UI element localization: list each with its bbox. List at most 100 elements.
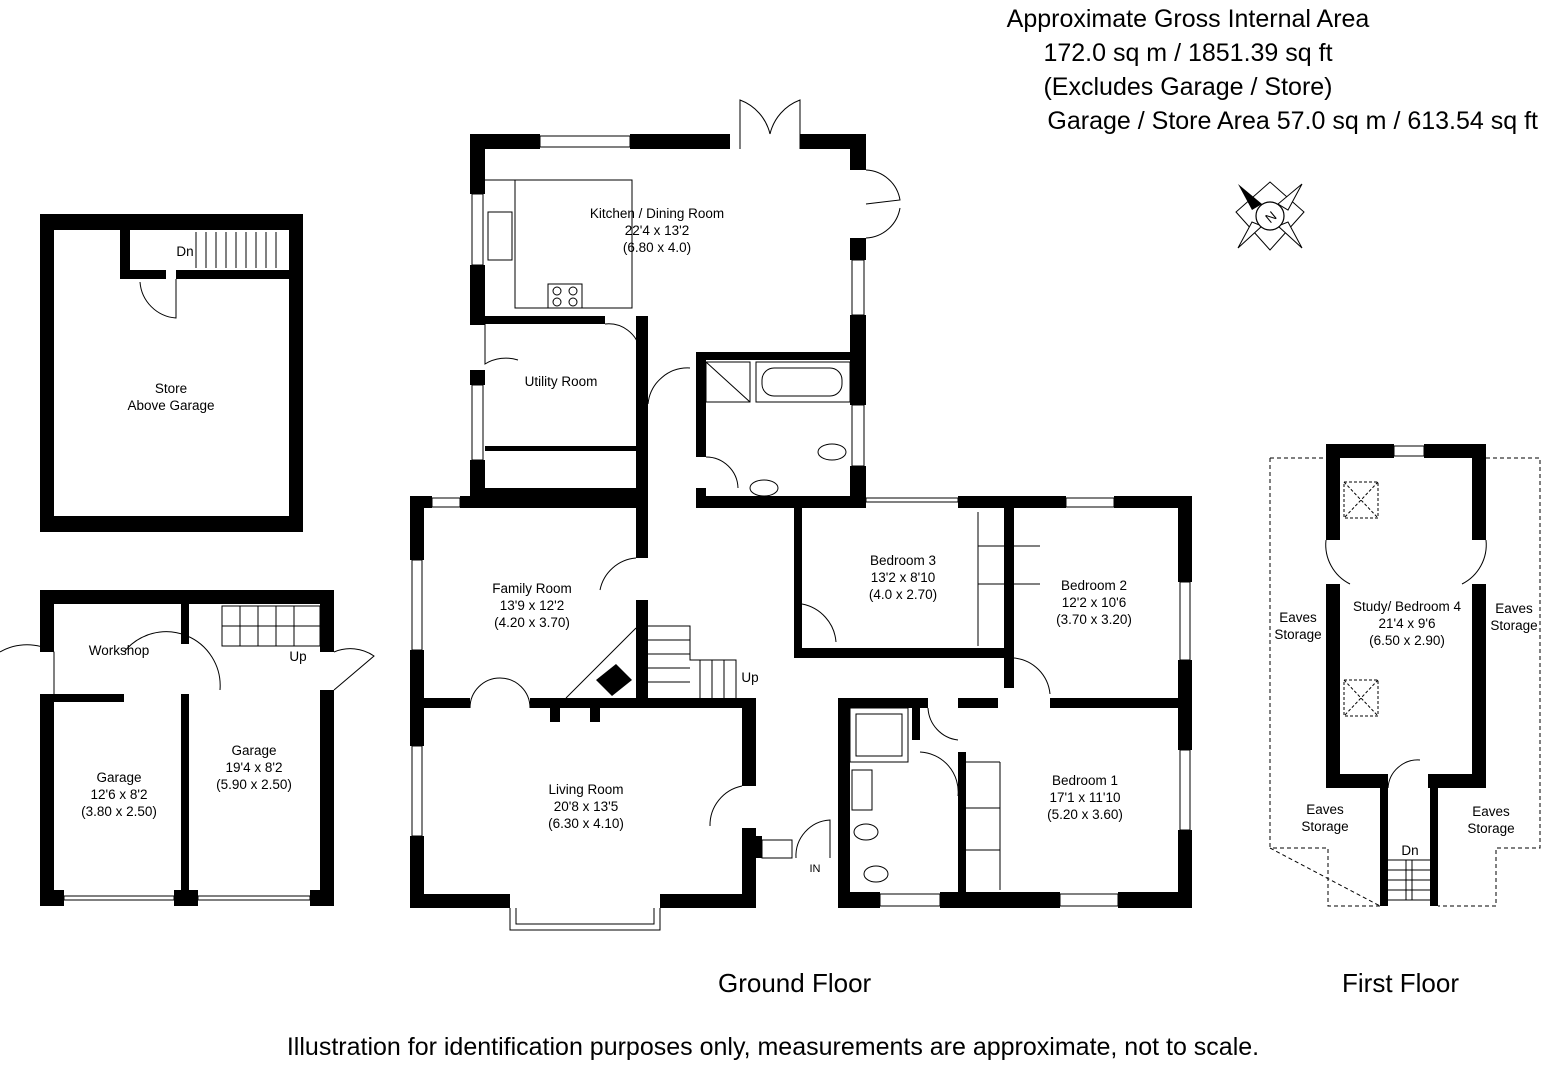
family-metric: (4.20 x 3.70) (494, 615, 570, 630)
store-wall-bottom (40, 516, 303, 532)
bed1-wall-bottom-a (940, 892, 1060, 908)
bath-basin (749, 479, 779, 497)
bathtub-inner (761, 367, 843, 397)
bath-shower (705, 361, 751, 403)
bedroom1-dim: 17'1 x 11'10 (1050, 790, 1121, 805)
first-floor-label: First Floor (1342, 968, 1459, 998)
bed2-window-top (1065, 497, 1115, 508)
bed3-window (865, 497, 959, 503)
garage-left-name: Garage (96, 770, 141, 785)
store-wall-right (289, 214, 303, 532)
entrance-pier (742, 836, 762, 858)
living-wall-bottom-right (660, 894, 756, 908)
hob-ring-4 (568, 297, 578, 307)
fireplace (596, 664, 632, 696)
kitchen-dim: 22'4 x 13'2 (625, 223, 689, 238)
bed1-wall-bottom-b (1118, 892, 1192, 908)
ff-wall-left-top (1326, 444, 1340, 540)
kitchen-wall-top-left (470, 134, 540, 149)
kitchen-units (485, 179, 633, 309)
main-stairs (565, 625, 737, 699)
bed1-window-right (1179, 749, 1191, 831)
eaves-br-1: Eaves (1472, 804, 1510, 819)
garage-pier-3 (310, 890, 334, 906)
workshop-stairs-label: Up (289, 649, 306, 664)
bed2-wall-top-a (958, 496, 1066, 508)
utility-worktop (485, 446, 636, 451)
family-dim: 13'9 x 12'2 (500, 598, 564, 613)
workshop-stairs (221, 605, 321, 647)
bath-wall-top (696, 352, 856, 360)
garage-wall-top (40, 590, 334, 604)
door-swings (0, 99, 1487, 859)
velux-2 (1343, 679, 1379, 717)
ff-stairs-label: Dn (1401, 843, 1418, 858)
store-label-2: Above Garage (127, 398, 214, 413)
windows (0, 99, 1541, 931)
living-window-left (411, 745, 423, 837)
family-wall-right (636, 496, 648, 558)
hob-ring-2 (568, 286, 578, 296)
hob-ring-1 (552, 286, 562, 296)
bathtub (755, 361, 851, 403)
kitchen-wall-left-mid (470, 265, 485, 325)
kitchen-utility-partition (485, 316, 605, 324)
workshop-label: Workshop (89, 643, 150, 658)
garage-right-dim: 19'4 x 8'2 (226, 760, 283, 775)
living-wall-bottom-left (410, 894, 510, 908)
study-metric: (6.50 x 2.90) (1369, 633, 1445, 648)
ensuite-bed1-partition (958, 752, 966, 908)
living-wall-left (410, 836, 424, 908)
ensuite-wall-top (838, 698, 928, 708)
ensuite-wc-2 (863, 865, 889, 883)
kitchen-window-top (539, 135, 631, 148)
eaves-tl-1: Eaves (1279, 610, 1317, 625)
area-total: 172.0 sq m / 1851.39 sq ft (1043, 39, 1333, 67)
store-label-1: Store (155, 381, 187, 396)
garage-wall-right-lower (320, 690, 334, 906)
store-stairs (195, 232, 277, 268)
garage-wall-left-lower (40, 694, 54, 906)
family-living-wall-b (530, 698, 756, 708)
kitchen-wall-top-right (800, 134, 866, 149)
study-name: Study/ Bedroom 4 (1353, 599, 1462, 614)
ensuite-wall-bottom-a (838, 892, 880, 908)
eaves-tl-2: Storage (1274, 627, 1321, 642)
bath-wc (817, 443, 847, 461)
utility-name: Utility Room (525, 374, 598, 389)
area-exclusion-note: (Excludes Garage / Store) (1043, 73, 1333, 101)
main-stairs-label: Up (741, 670, 758, 685)
garage-wall-left-upper (40, 590, 54, 652)
family-window-left (411, 559, 423, 651)
kitchen-wall-right-low (850, 315, 866, 405)
store-stairs-label: Dn (176, 244, 193, 259)
utility-wall-bottom (470, 488, 648, 498)
disclaimer: Illustration for identification purposes… (286, 1033, 1260, 1061)
chimney-b (590, 708, 600, 722)
bed2-wall-right (1178, 496, 1192, 582)
kitchen-sink (487, 211, 513, 261)
garage-door-1 (63, 895, 175, 901)
utility-wall-right (636, 316, 648, 496)
eaves-bl-1: Eaves (1306, 802, 1344, 817)
bedroom1-metric: (5.20 x 3.60) (1047, 807, 1123, 822)
ff-wall-top-a (1326, 444, 1394, 458)
bedroom3-name: Bedroom 3 (870, 553, 936, 568)
kitchen-wall-right-mid (850, 238, 866, 260)
wardrobes (966, 512, 1040, 890)
shower-diag (705, 361, 751, 403)
garage-left-metric: (3.80 x 2.50) (81, 804, 157, 819)
chimney-a (550, 708, 560, 722)
ff-eaves-outline (1269, 457, 1541, 907)
ff-wall-right (1472, 584, 1486, 788)
bedroom1-name: Bedroom 1 (1052, 773, 1118, 788)
velux-1 (1343, 481, 1379, 519)
store-stair-wall (120, 230, 130, 278)
garage-wall-mid (181, 694, 189, 906)
hob-ring-3 (552, 297, 562, 307)
ensuite-basin (851, 769, 873, 811)
bath-window (851, 404, 865, 467)
kitchen-hob (547, 283, 583, 309)
store-stair-wall-c (176, 270, 289, 279)
ff-wall-bottom-b (1428, 774, 1486, 788)
